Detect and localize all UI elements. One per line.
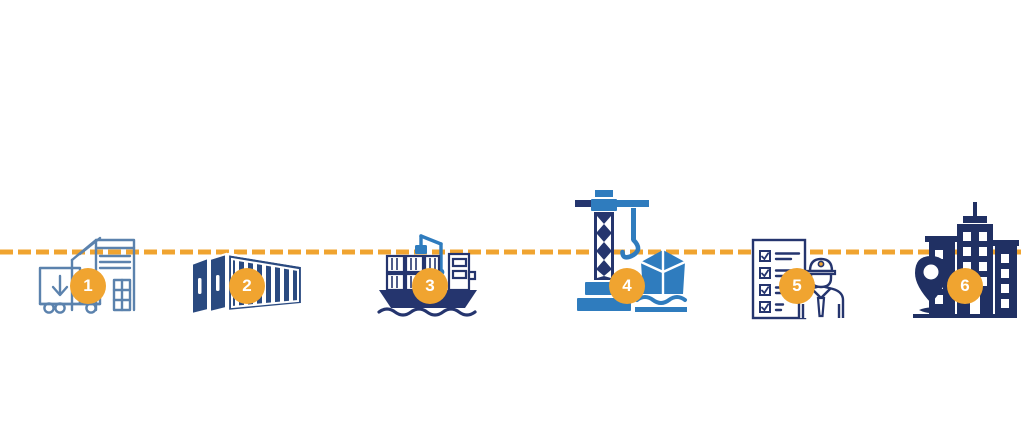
step-badge-5[interactable]: 5 [779,268,815,304]
process-step-2[interactable]: 2 [172,100,322,320]
step-badge-2[interactable]: 2 [229,268,265,304]
step-badge-4[interactable]: 4 [609,268,645,304]
step-badge-1[interactable]: 1 [70,268,106,304]
process-step-3[interactable]: 3 [355,100,505,320]
dashed-timeline-line [0,249,1024,255]
timeline-track [0,249,1024,255]
customs-officer-checklist-icon [722,168,872,320]
process-step-1[interactable]: 1 [13,100,163,320]
process-step-5[interactable]: 5 [722,100,872,320]
process-city-destination-step-6[interactable]: 6 [890,100,1024,320]
process-step-4[interactable]: 4 [552,100,702,320]
step-badge-3[interactable]: 3 [412,268,448,304]
step-badge-6[interactable]: 6 [947,268,983,304]
warehouse-truck-icon [13,168,163,320]
